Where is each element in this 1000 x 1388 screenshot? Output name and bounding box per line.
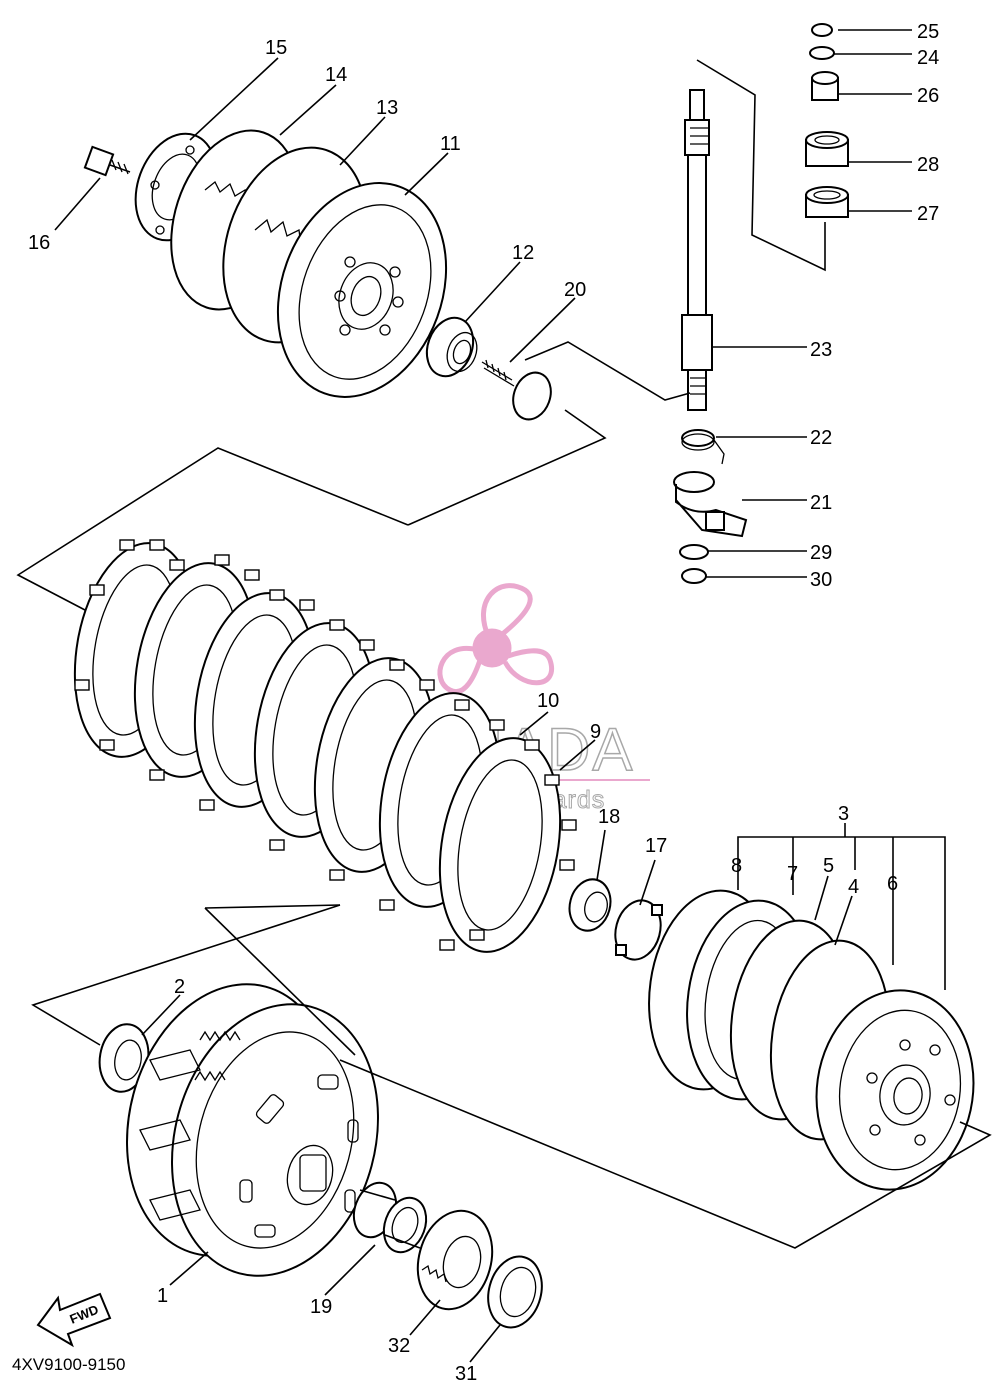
needle-bearing-19 xyxy=(352,1181,428,1254)
callout-23: 23 xyxy=(810,339,832,361)
callout-31: 31 xyxy=(455,1363,477,1385)
callout-7: 7 xyxy=(787,863,798,885)
fwd-arrow: FWD xyxy=(36,1292,112,1348)
boss-6 xyxy=(815,989,975,1191)
circlip-30 xyxy=(681,568,707,584)
callout-16: 16 xyxy=(28,232,50,254)
callout-17: 17 xyxy=(645,835,667,857)
spacer-32 xyxy=(416,1209,494,1311)
callout-8: 8 xyxy=(731,855,742,877)
callout-6: 6 xyxy=(887,873,898,895)
spring-22 xyxy=(681,429,725,465)
shaft-23 xyxy=(681,89,713,411)
washer-29 xyxy=(679,544,709,560)
callout-24: 24 xyxy=(917,47,939,69)
primary-driven-gear-group xyxy=(98,983,543,1329)
clutch-housing-1 xyxy=(126,983,379,1277)
callout-5: 5 xyxy=(823,855,834,877)
callout-20: 20 xyxy=(564,279,586,301)
callout-25: 25 xyxy=(917,21,939,43)
clutch-plate-stack xyxy=(73,539,663,961)
callout-13: 13 xyxy=(376,97,398,119)
washer-31 xyxy=(487,1255,543,1329)
callout-26: 26 xyxy=(917,85,939,107)
callout-12: 12 xyxy=(512,242,534,264)
bearing-18 xyxy=(568,878,612,932)
callout-29: 29 xyxy=(810,542,832,564)
diagram-code: 4XV9100-9150 xyxy=(12,1355,125,1374)
leader-lines xyxy=(54,29,946,1363)
callout-2: 2 xyxy=(174,976,185,998)
callout-19: 19 xyxy=(310,1296,332,1318)
bolt-16 xyxy=(83,145,131,177)
clutch-boss-assy-3 xyxy=(648,889,975,1191)
callout-18: 18 xyxy=(598,806,620,828)
callout-10: 10 xyxy=(537,690,559,712)
callout-30: 30 xyxy=(810,569,832,591)
oil-seal-27 xyxy=(805,186,849,218)
callout-numbers: 1 2 3 4 5 6 7 8 9 10 11 12 13 14 15 16 1… xyxy=(28,21,939,1385)
callout-3: 3 xyxy=(838,803,849,825)
callout-1: 1 xyxy=(157,1285,168,1307)
bearing-26 xyxy=(811,71,839,101)
callout-11: 11 xyxy=(440,133,461,155)
propeller-logo-icon xyxy=(437,583,555,695)
push-lever-21 xyxy=(673,471,748,538)
callout-28: 28 xyxy=(917,154,939,176)
washer-24 xyxy=(809,46,835,60)
callout-32: 32 xyxy=(388,1335,410,1357)
bearing-12 xyxy=(425,316,478,378)
snap-ring-25 xyxy=(811,23,833,37)
assembly-guide-lines xyxy=(16,59,992,1249)
lock-washer-17 xyxy=(614,899,663,961)
clutch-cover-group xyxy=(83,129,552,421)
callout-22: 22 xyxy=(810,427,832,449)
callout-9: 9 xyxy=(590,721,601,743)
callout-27: 27 xyxy=(917,203,939,225)
bearing-28 xyxy=(805,131,849,167)
callout-4: 4 xyxy=(848,876,859,898)
callout-21: 21 xyxy=(810,492,832,514)
callout-14: 14 xyxy=(325,64,347,86)
thrust-washer-2 xyxy=(98,1023,150,1093)
clutch-boss-11 xyxy=(276,182,448,398)
callout-15: 15 xyxy=(265,37,287,59)
push-rod-20 xyxy=(481,359,552,421)
push-lever-shaft-group xyxy=(673,23,849,584)
